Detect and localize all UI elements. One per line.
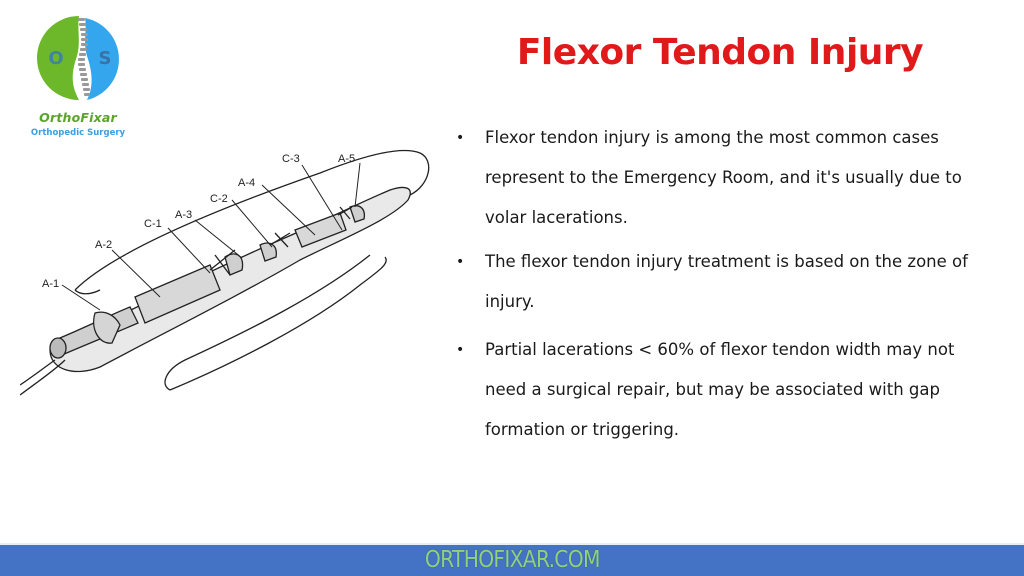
- bullet-item: • Partial lacerations < 60% of flexor te…: [455, 330, 1000, 450]
- label-a5: A-5: [338, 153, 355, 165]
- bullet-list: • Flexor tendon injury is among the most…: [455, 118, 1000, 451]
- label-a1: A-1: [42, 278, 59, 290]
- label-a4: A-4: [238, 177, 255, 189]
- svg-text:S: S: [99, 48, 112, 69]
- logo-subtitle: Orthopedic Surgery: [30, 128, 126, 138]
- logo-brand-name: OrthoFixar: [39, 110, 117, 125]
- svg-text:O: O: [48, 48, 63, 69]
- label-c3: C-3: [282, 153, 300, 165]
- bullet-text: Flexor tendon injury is among the most c…: [485, 128, 962, 227]
- orthofixar-logo: O S OrthoFixar Orthopedic Surgery: [24, 10, 134, 138]
- bullet-item: • The flexor tendon injury treatment is …: [455, 242, 1000, 322]
- slide-title: Flexor Tendon Injury: [516, 32, 924, 73]
- bullet-dot: •: [456, 254, 465, 270]
- footer-website-link[interactable]: ORTHOFIXAR.COM: [424, 547, 601, 573]
- bullet-item: • Flexor tendon injury is among the most…: [455, 118, 1000, 238]
- bullet-text: Partial lacerations < 60% of flexor tend…: [485, 340, 955, 439]
- bullet-text: The flexor tendon injury treatment is ba…: [485, 252, 968, 311]
- bullet-dot: •: [456, 130, 465, 146]
- label-c1: C-1: [144, 218, 162, 230]
- spine-logo-icon: O S: [37, 16, 119, 100]
- label-a3: A-3: [175, 209, 192, 221]
- label-a2: A-2: [95, 239, 112, 251]
- footer-bar: ORTHOFIXAR.COM: [0, 543, 1024, 576]
- label-c2: C-2: [210, 193, 228, 205]
- flexor-tendon-pulley-illustration: A-1 A-2 C-1 A-3 C-2 A-4 C-3 A-5: [20, 149, 430, 396]
- bullet-dot: •: [456, 342, 465, 358]
